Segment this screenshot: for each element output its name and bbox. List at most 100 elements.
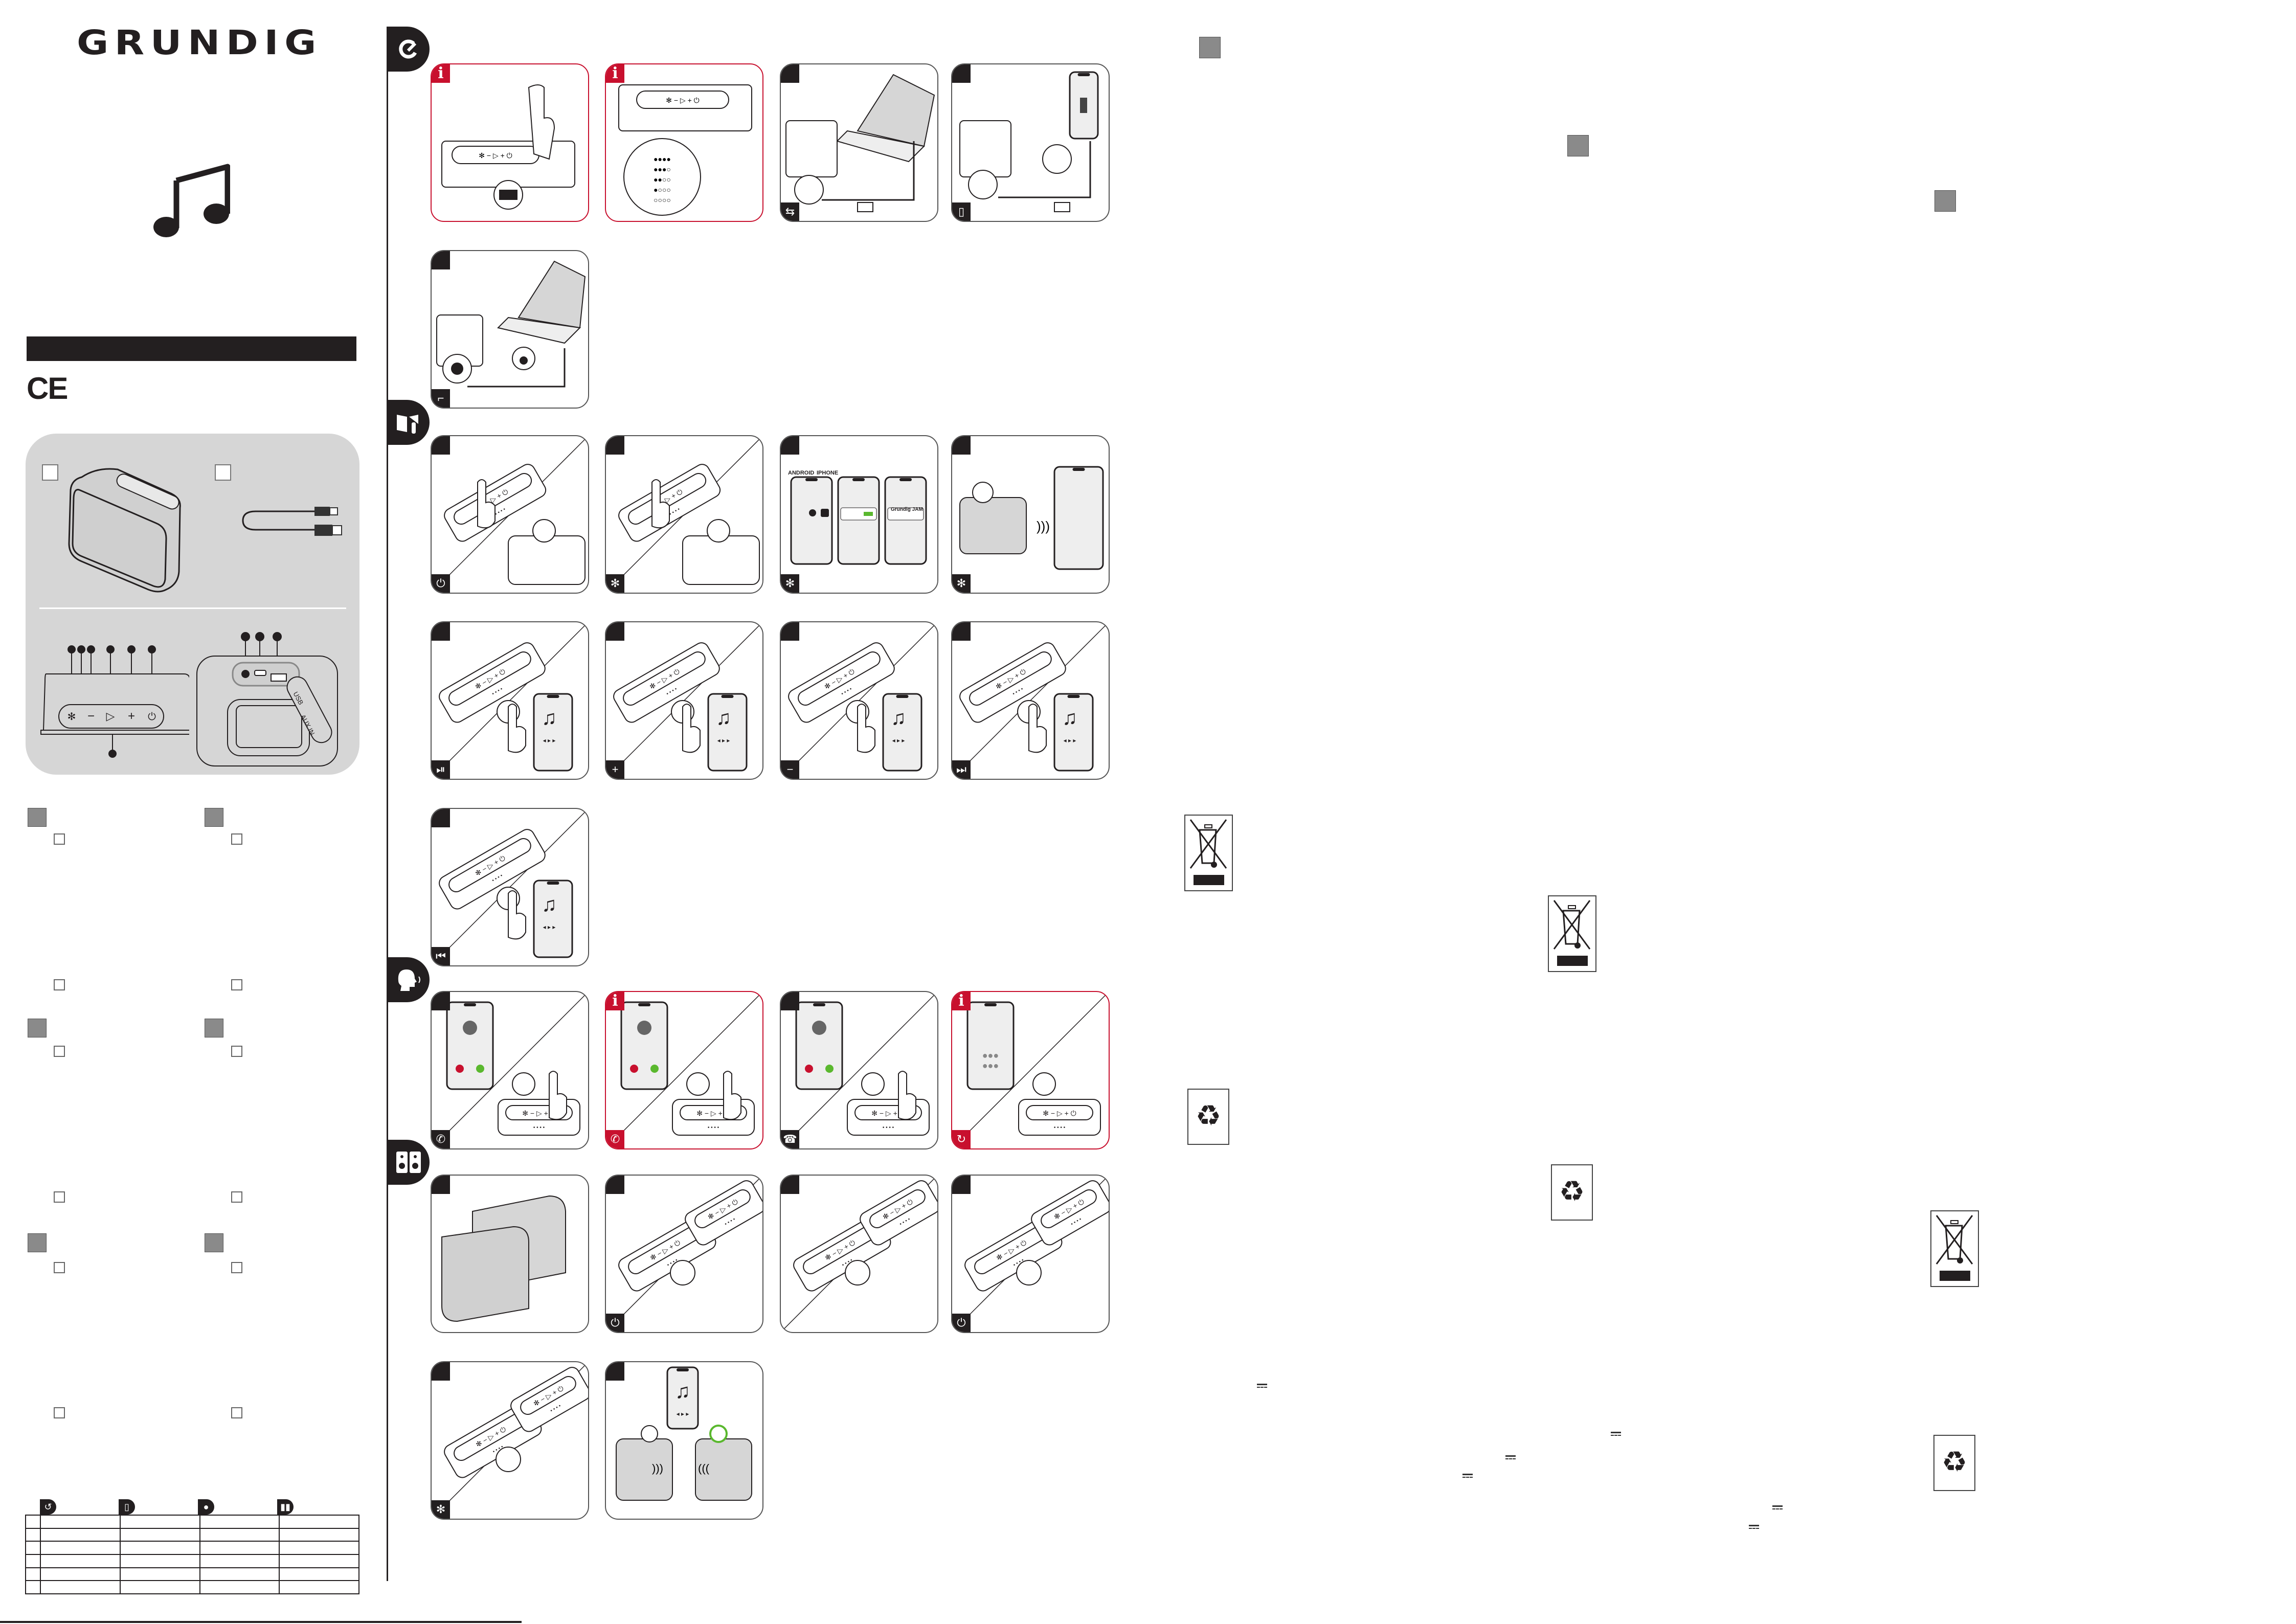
control-panel-diagram: ✻ − ▷ + ⏻ <box>40 645 189 758</box>
checkbox <box>54 979 65 990</box>
language-marker <box>1199 37 1221 58</box>
bluetooth-button-icon: ✻ <box>67 711 76 723</box>
svg-text:◂ ▸ ▸: ◂ ▸ ▸ <box>543 737 556 744</box>
table-cell <box>199 1567 280 1582</box>
tws-two-illustration: ✻ − ▷ + ⏻• • • •✻ − ▷ + ⏻• • • • <box>781 1176 937 1332</box>
charge-laptop-illustration <box>785 74 935 212</box>
language-marker <box>1934 190 1956 212</box>
recycle-icon: ♻ <box>1187 1089 1229 1147</box>
power-button-icon: ⏻ <box>148 711 156 723</box>
instruction-panel-call: ✻ − ▷ + ⏻• • • •☎ <box>780 991 938 1149</box>
grundig-logo: GRUNDIG <box>77 23 322 62</box>
instruction-panel-tws-speakers <box>431 1175 589 1333</box>
svg-text:♻: ♻ <box>1942 1446 1967 1478</box>
item-b-checkbox <box>215 464 231 481</box>
call-illustration: ✻ − ▷ + ⏻ • • • • <box>606 992 762 1148</box>
port-panel-diagram: USB AUX IN <box>194 623 343 769</box>
step-number-tab <box>952 64 971 83</box>
crossed-bin-icon <box>1548 895 1596 975</box>
table-cell <box>119 1515 200 1529</box>
dc-symbol-icon <box>1257 1384 1267 1389</box>
ce-mark: CE <box>27 371 68 405</box>
info-icon: i <box>432 64 450 83</box>
instruction-panel-music: ✻ − ▷ + ⏻• • • •♫◂ ▸ ▸+ <box>605 621 763 780</box>
step-number-tab <box>606 436 624 455</box>
aux-cable-icon: ⌐ <box>432 389 450 408</box>
call-illustration: ✻ − ▷ + ⏻• • • • <box>432 992 588 1148</box>
table-cell <box>25 1527 41 1542</box>
svg-text:♫: ♫ <box>542 893 557 916</box>
speaking-head-icon <box>388 957 430 1002</box>
instruction-panel-tws-play: ♫◂ ▸ ▸)))((( <box>605 1361 763 1520</box>
table-cell <box>119 1527 200 1542</box>
play-button-icon: ▷ <box>106 710 115 723</box>
table-cell <box>40 1515 121 1529</box>
tws-two-illustration: ✻ − ▷ + ⏻• • • •✻ − ▷ + ⏻• • • • <box>432 1362 588 1519</box>
table-cell <box>25 1515 41 1529</box>
language-marker <box>1567 135 1589 156</box>
volume-down-button-icon: − <box>87 709 95 723</box>
step-number-tab <box>432 251 450 269</box>
checkbox <box>54 1046 65 1057</box>
language-marker <box>205 808 223 827</box>
checkbox <box>231 1046 242 1057</box>
speaking-head-icon: ● <box>198 1499 214 1515</box>
svg-text:♫: ♫ <box>675 1380 690 1403</box>
title-bar <box>27 336 356 361</box>
power-icon: ⏻ <box>606 1314 624 1332</box>
table-cell <box>119 1541 200 1555</box>
device-name-label: Grundig JAM <box>891 507 923 512</box>
instruction-panel-aux: ⌐ <box>431 250 589 409</box>
table-cell <box>199 1541 280 1555</box>
step-number-tab <box>952 436 971 455</box>
divider <box>39 607 346 609</box>
step-number-tab <box>781 64 799 83</box>
table-cell <box>279 1541 359 1555</box>
step-number-tab <box>606 622 624 641</box>
table-cell <box>119 1580 200 1594</box>
instruction-panel-call: ✻ − ▷ + ⏻• • • •i✆ <box>605 991 763 1149</box>
svg-text:◂ ▸ ▸: ◂ ▸ ▸ <box>543 923 556 931</box>
tws-two-illustration: ✻ − ▷ + ⏻• • • •✻ − ▷ + ⏻• • • • <box>606 1176 762 1332</box>
music-illustration: ✻ − ▷ + ⏻• • • •♫◂ ▸ ▸ <box>781 622 937 779</box>
svg-text:●○○○: ●○○○ <box>654 186 671 194</box>
tws-two-illustration: ✻ − ▷ + ⏻• • • •✻ − ▷ + ⏻• • • • <box>952 1176 1109 1332</box>
table-cell <box>279 1580 359 1594</box>
table-cell <box>25 1541 41 1555</box>
checkbox <box>231 979 242 990</box>
svg-text:♻: ♻ <box>1196 1099 1221 1132</box>
charge-phone-illustration <box>959 71 1099 212</box>
svg-text:✻ − ▷ + ⏻: ✻ − ▷ + ⏻ <box>696 1109 730 1117</box>
power-icon: ⏻ <box>952 1314 971 1332</box>
table-cell <box>40 1580 121 1594</box>
table-cell <box>25 1580 41 1594</box>
checkbox <box>54 833 65 845</box>
twin-speakers-icon: ▮▮ <box>277 1499 294 1515</box>
step-number-tab <box>606 1362 624 1381</box>
recycle-icon: ♻ <box>1551 1164 1593 1223</box>
bluetooth-icon: ✻ <box>952 574 971 593</box>
instruction-panel-tws-two: ✻ − ▷ + ⏻• • • •✻ − ▷ + ⏻• • • •⏻ <box>951 1175 1110 1333</box>
svg-text:○○○○: ○○○○ <box>654 196 671 204</box>
checkbox <box>54 1191 65 1203</box>
power-icon: ⏻ <box>432 574 450 593</box>
table-cell <box>279 1527 359 1542</box>
svg-text:◂ ▸ ▸: ◂ ▸ ▸ <box>1064 737 1076 744</box>
svg-text:♫: ♫ <box>891 707 906 729</box>
aux-illustration <box>436 260 586 388</box>
instruction-panel-tws-two: ✻ − ▷ + ⏻• • • •✻ − ▷ + ⏻• • • •✻ <box>431 1361 589 1520</box>
call-illustration: ✻ − ▷ + ⏻• • • • <box>781 992 937 1148</box>
table-row <box>25 1580 359 1594</box>
battery-levels-illustration: ✻ − ▷ + ⏻●●●●●●●○●●○○●○○○○○○○ <box>618 84 752 216</box>
music-note-icon <box>153 164 230 237</box>
svg-text:●●○○: ●●○○ <box>654 175 671 184</box>
svg-text:• • • •: • • • • <box>708 1125 719 1131</box>
language-marker <box>205 1233 223 1252</box>
volume-down-icon: − <box>781 760 799 779</box>
step-number-tab <box>432 1362 450 1381</box>
next-track-icon: ⏭ <box>952 760 971 779</box>
bluetooth-icon: ✻ <box>781 574 799 593</box>
svg-text:• • • •: • • • • <box>1054 1125 1066 1131</box>
table-row <box>25 1541 359 1555</box>
